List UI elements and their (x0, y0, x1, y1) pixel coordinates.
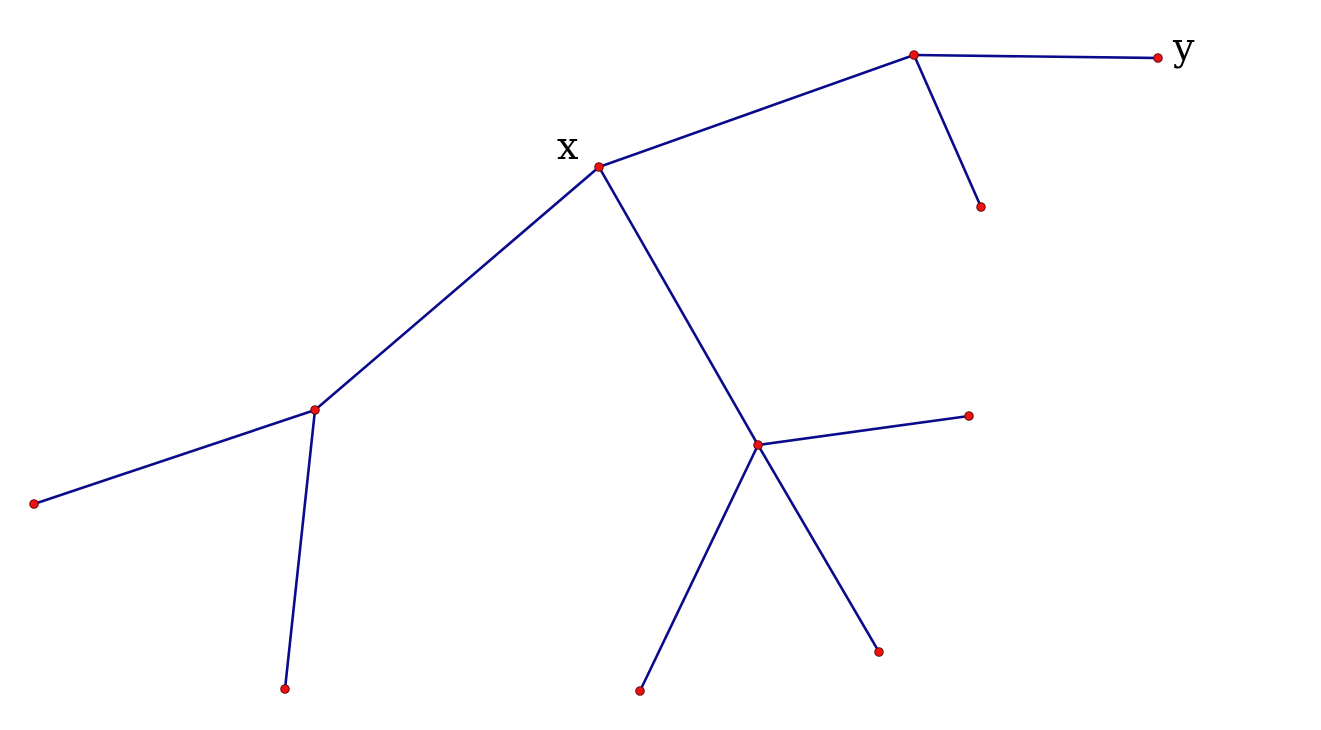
node-top-leaf (976, 202, 986, 212)
edge-top_branch-y (912, 53, 1160, 60)
edges-layer (32, 53, 1160, 693)
edge-mid_branch-mid_leaf_right (756, 414, 971, 447)
edge-top_branch-top_leaf (912, 53, 983, 209)
edge-x-top_branch (597, 53, 916, 169)
edge-mid_branch-mid_leaf_down_right (756, 443, 881, 654)
edge-left_branch-left_leaf_far (32, 408, 317, 506)
node-top-branch (909, 50, 919, 60)
node-left-leaf-down (280, 684, 290, 694)
node-label-x: x (557, 124, 578, 168)
node-y (1153, 53, 1163, 63)
edge-x-mid_branch (597, 165, 760, 447)
node-mid-leaf-down-right (874, 647, 884, 657)
node-label-y: y (1172, 25, 1195, 69)
node-mid-leaf-down-left (635, 686, 645, 696)
node-mid-branch (753, 440, 763, 450)
node-x (594, 162, 604, 172)
edge-x-left_branch (313, 165, 601, 412)
edge-left_branch-left_leaf_down (283, 408, 317, 691)
node-mid-leaf-right (964, 411, 974, 421)
node-left-branch (310, 405, 320, 415)
nodes-layer (29, 50, 1163, 696)
labels-layer: xy (557, 25, 1195, 168)
node-left-leaf-far (29, 499, 39, 509)
edge-mid_branch-mid_leaf_down_left (638, 443, 760, 693)
